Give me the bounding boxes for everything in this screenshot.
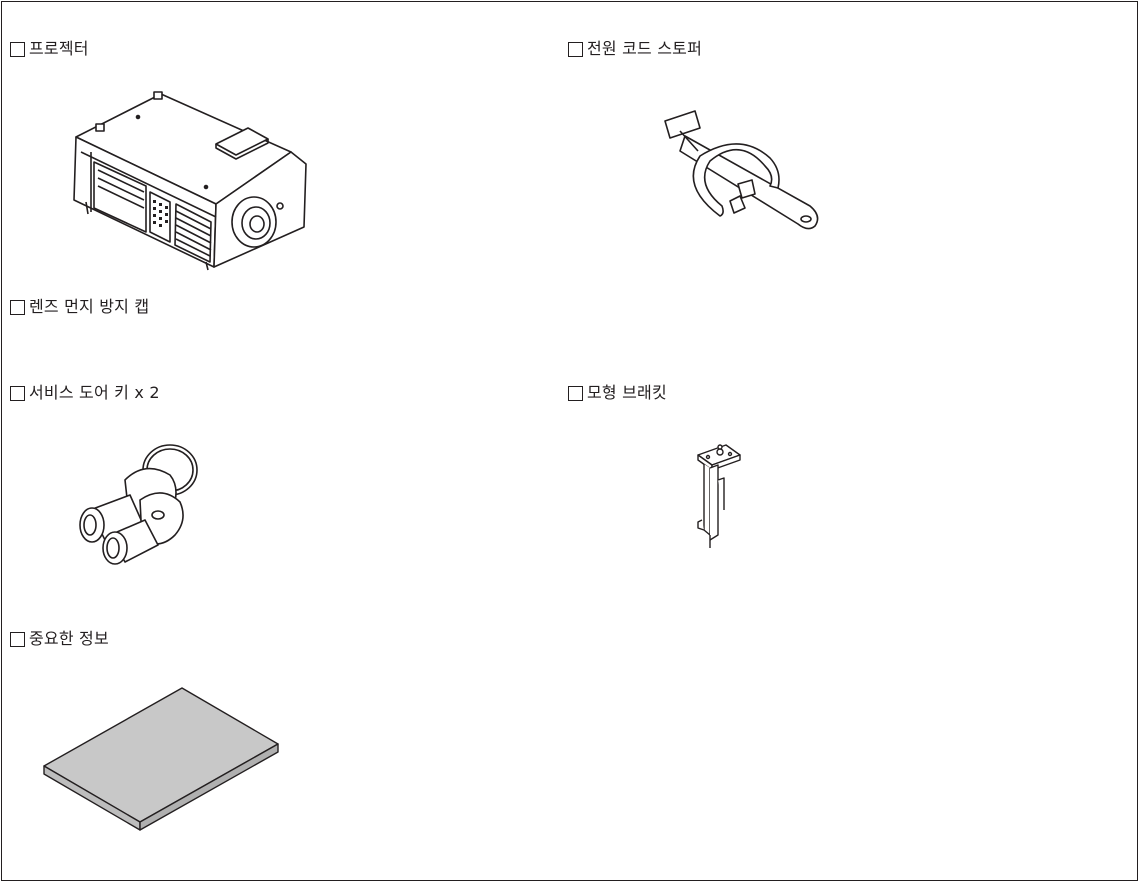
checkbox[interactable] <box>10 631 25 647</box>
checklist-item-important-info: 중요한 정보 <box>10 630 109 648</box>
booklet-illustration <box>40 686 290 836</box>
checklist-item-lens-dust-cap: 렌즈 먼지 방지 캡 <box>10 298 149 316</box>
projector-illustration <box>66 82 316 272</box>
checkbox[interactable] <box>568 41 583 57</box>
checklist-item-service-door-keys: 서비스 도어 키 x 2 <box>10 384 160 402</box>
checklist-item-power-cord-stopper: 전원 코드 스토퍼 <box>568 40 702 58</box>
checkbox[interactable] <box>10 41 25 57</box>
projector-icon <box>73 91 307 271</box>
checkbox[interactable] <box>10 385 25 401</box>
cord-stopper-icon <box>664 110 819 230</box>
item-label: 중요한 정보 <box>29 629 109 648</box>
item-label: 모형 브래킷 <box>587 383 667 402</box>
item-label: 서비스 도어 키 x 2 <box>29 383 160 402</box>
checkbox[interactable] <box>568 385 583 401</box>
key-icon <box>79 444 198 565</box>
item-label: 렌즈 먼지 방지 캡 <box>29 297 150 316</box>
checklist-item-dummy-bracket: 모형 브래킷 <box>568 384 667 402</box>
checklist-item-projector: 프로젝터 <box>10 40 89 58</box>
item-label: 프로젝터 <box>29 39 89 58</box>
cord-stopper-illustration <box>660 106 830 236</box>
keys-illustration <box>70 440 205 570</box>
bracket-illustration <box>688 440 748 550</box>
checkbox[interactable] <box>10 299 25 315</box>
item-label: 전원 코드 스토퍼 <box>587 39 703 58</box>
booklet-icon <box>43 687 279 831</box>
bracket-icon <box>697 444 741 548</box>
